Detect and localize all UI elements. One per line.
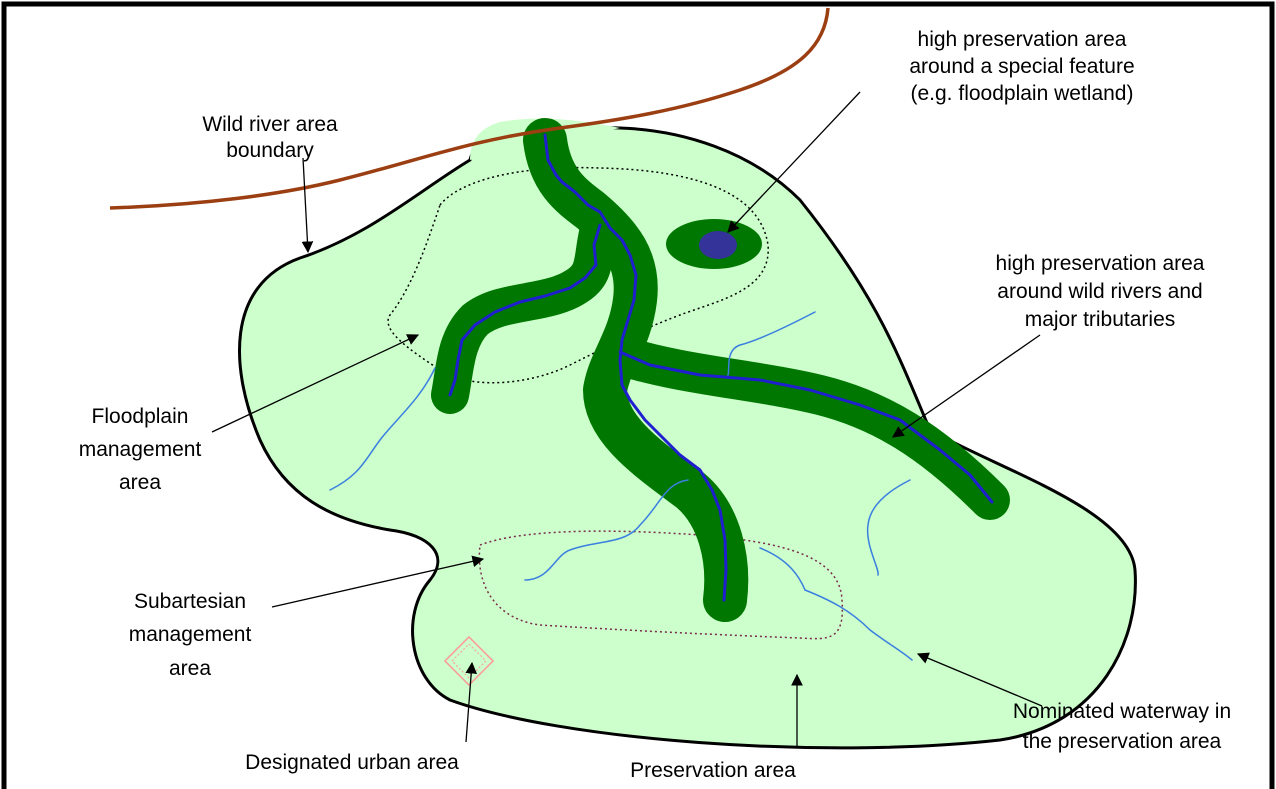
arrow-wild-rivers <box>892 334 1041 438</box>
wild-rivers <box>448 133 994 602</box>
label-line: Floodplain <box>92 405 189 428</box>
label-wild-river-boundary: Wild river area boundary <box>202 113 338 162</box>
label-line: around wild rivers and <box>997 280 1202 303</box>
waterway-lower <box>759 547 913 661</box>
label-line: area <box>169 657 211 680</box>
label-nominated-waterway: Nominated waterway in the preservation a… <box>1013 700 1231 753</box>
arrow-subartesian <box>271 555 485 608</box>
preservation-area-region <box>238 126 1137 750</box>
label-subartesian: Subartesian management area <box>129 590 252 680</box>
label-special-feature: high preservation area around a special … <box>909 28 1134 105</box>
waterway-left <box>329 367 436 491</box>
label-designated-urban: Designated urban area <box>245 751 459 774</box>
label-floodplain: Floodplain management area <box>79 405 202 494</box>
label-line: management <box>129 623 252 646</box>
label-line: boundary <box>226 139 314 162</box>
arrow-designated-urban <box>465 661 478 743</box>
arrow-wild-river-boundary <box>301 157 314 254</box>
label-line: (e.g. floodplain wetland) <box>911 82 1134 105</box>
label-line: high preservation area <box>918 28 1127 51</box>
label-line: major tributaries <box>1025 308 1176 331</box>
waterway-right <box>866 479 911 576</box>
label-line: area <box>119 471 161 494</box>
label-line: around a special feature <box>909 55 1134 78</box>
label-line: Nominated waterway in <box>1013 700 1231 723</box>
label-wild-rivers: high preservation area around wild river… <box>996 252 1205 331</box>
label-line: management <box>79 438 202 461</box>
main-river <box>543 133 728 602</box>
arrow-nominated-waterway <box>916 652 1043 707</box>
left-tributary <box>448 223 602 397</box>
wild-river-area-boundary <box>109 7 830 210</box>
waterway-upper-center <box>727 311 816 376</box>
label-line: Subartesian <box>134 590 246 613</box>
leader-arrows <box>211 91 1043 747</box>
label-line: high preservation area <box>996 252 1205 275</box>
arrow-floodplain <box>211 334 420 433</box>
right-tributary <box>618 350 994 504</box>
designated-urban-area <box>443 635 495 687</box>
arrow-special-feature <box>727 91 861 233</box>
nominated-waterways <box>329 311 913 661</box>
floodplain-wetland <box>699 231 737 259</box>
label-preservation: Preservation area <box>630 759 796 782</box>
label-line: Wild river area <box>202 113 338 136</box>
label-line: the preservation area <box>1023 730 1222 753</box>
waterway-center <box>524 479 689 581</box>
